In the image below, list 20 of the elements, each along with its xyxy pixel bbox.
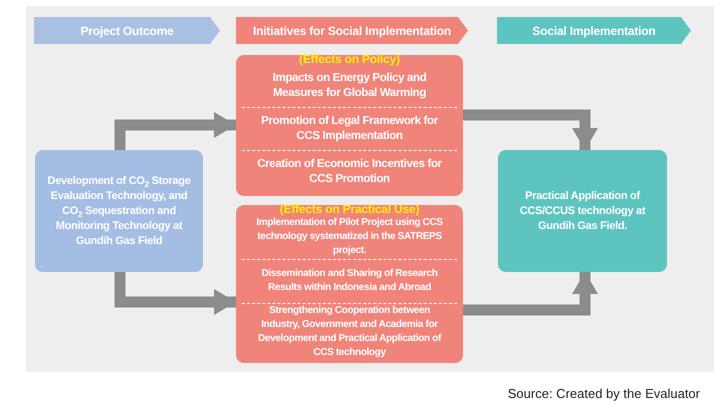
initiative-item: Promotion of Legal Framework for CCS Implementation	[242, 107, 457, 150]
source-note: Source: Created by the Evaluator	[508, 386, 700, 401]
initiative-item: Dissemination and Sharing of Research Results within Indonesia and Abroad	[242, 258, 457, 303]
box-heading: (Effects on Practical Use)	[280, 203, 420, 215]
arrow	[114, 272, 236, 315]
initiative-item: Implementation of Pilot Project using CCS technology systematized in the SATREPS project.	[242, 215, 457, 258]
initiative-item: Strengthening Cooperation between Industry, Government and Academia for Development and Practical Application of CCS technology	[242, 303, 457, 360]
header-banner: Project Outcome	[34, 17, 220, 44]
process-box: Practical Application of CCS/CCUS technology at Gundih Gas Field.	[498, 150, 667, 272]
box-heading: (Effects on Policy)	[299, 53, 400, 65]
process-box: Development of CO$_{2}$ Storage Evaluation Technology, and CO$_{2}$ Sequestration and Monitoring Technology at Gundih Gas Field	[35, 150, 203, 272]
header-banner: Social Implementation	[497, 17, 691, 44]
initiative-box	[236, 205, 463, 363]
header-banner: Initiatives for Social Implementation	[236, 17, 468, 44]
arrow	[463, 272, 598, 316]
initiative-item: Creation of Economic Incentives for CCS Promotion	[242, 150, 457, 193]
arrow	[463, 110, 598, 150]
initiative-box	[236, 55, 463, 196]
arrow	[114, 112, 236, 150]
initiative-item: Impacts on Energy Policy and Measures for Global Warming	[242, 65, 457, 107]
